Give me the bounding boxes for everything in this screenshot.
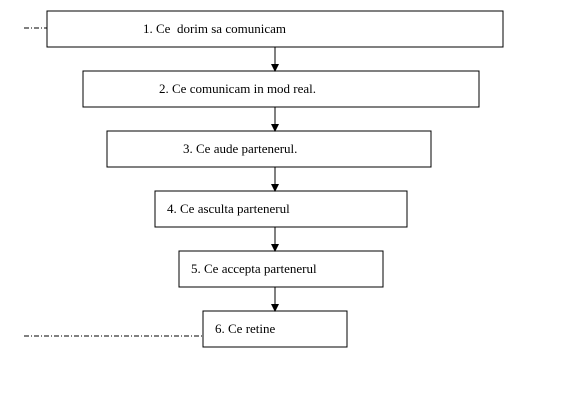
step-box-3: 3. Ce aude partenerul. [106, 130, 432, 168]
step-label-3: 3. Ce aude partenerul. [183, 141, 297, 156]
step-box-2: 2. Ce comunicam in mod real. [82, 70, 480, 108]
step-box-4: 4. Ce asculta partenerul [154, 190, 408, 228]
step-label-1: 1. Ce dorim sa comunicam [143, 21, 286, 36]
step-label-6: 6. Ce retine [215, 321, 276, 336]
step-box-1: 1. Ce dorim sa comunicam [46, 10, 504, 48]
step-box-6: 6. Ce retine [202, 310, 348, 348]
step-box-5: 5. Ce accepta partenerul [178, 250, 384, 288]
step-label-2: 2. Ce comunicam in mod real. [159, 81, 316, 96]
step-label-4: 4. Ce asculta partenerul [167, 201, 290, 216]
step-label-5: 5. Ce accepta partenerul [191, 261, 317, 276]
